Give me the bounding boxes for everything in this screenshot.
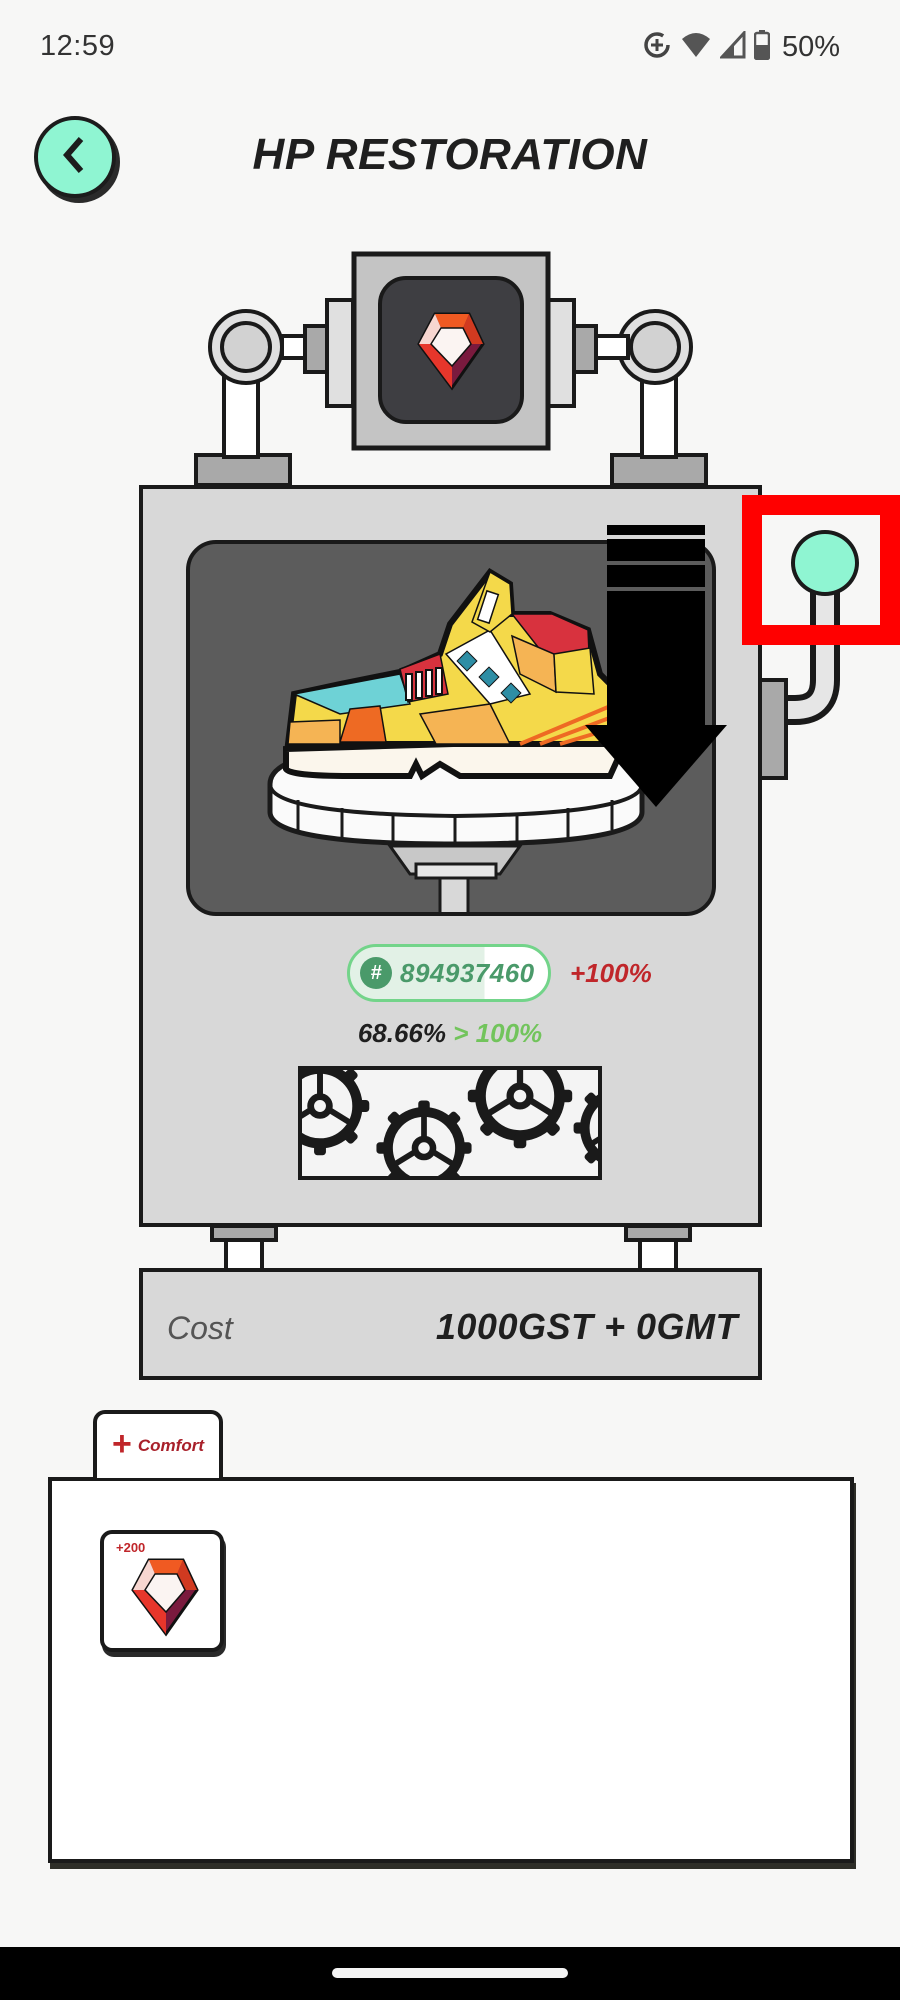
- battery-icon: [753, 30, 771, 65]
- annotation-down-arrow-icon: [585, 525, 727, 807]
- hp-arrow: >: [453, 1018, 469, 1048]
- plus-icon: +: [112, 1425, 132, 1463]
- hp-target: 100%: [475, 1018, 543, 1048]
- item-amount: +200: [116, 1540, 146, 1555]
- cost-value: 1000GST + 0GMT: [435, 1306, 738, 1347]
- tab-comfort[interactable]: + Comfort: [93, 1410, 223, 1478]
- back-button[interactable]: [34, 116, 116, 198]
- machine-top-assembly: [194, 251, 708, 487]
- page-title: HP RESTORATION: [252, 130, 648, 179]
- gears-icon: [302, 1070, 602, 1180]
- item-card-comfort-gem[interactable]: +200: [100, 1530, 224, 1652]
- system-nav-bar: [0, 1947, 900, 2000]
- sneaker-id: 894937460: [400, 957, 535, 988]
- hp-progress-row: 68.66% > 100%: [0, 1018, 900, 1049]
- machine-legs: [210, 1226, 692, 1270]
- sneaker-id-badge: # 894937460: [347, 944, 551, 1002]
- chevron-left-icon: [57, 135, 93, 180]
- gears-panel: [298, 1066, 602, 1180]
- status-time: 12:59: [40, 30, 116, 62]
- hp-current: 68.66%: [357, 1018, 447, 1048]
- hp-boost-label: +100%: [570, 958, 652, 988]
- comfort-gem-icon: [131, 1558, 199, 1637]
- data-saver-icon: [642, 30, 672, 65]
- comfort-gem-icon: [417, 312, 485, 391]
- hash-icon: #: [360, 957, 392, 989]
- lever-arm: [758, 580, 840, 780]
- wifi-icon: [680, 30, 712, 65]
- status-icons: 50%: [642, 29, 840, 65]
- tab-comfort-label: Comfort: [137, 1436, 204, 1455]
- battery-percent: 50%: [781, 31, 840, 63]
- restore-lever-button[interactable]: [791, 530, 859, 596]
- cost-panel: Cost 1000GST + 0GMT: [139, 1268, 762, 1380]
- home-gesture-handle[interactable]: [332, 1968, 568, 1978]
- cellular-signal-icon: [718, 29, 746, 64]
- sneaker-icon: [267, 568, 645, 912]
- status-bar: 12:59 50%: [0, 0, 900, 100]
- cost-label: Cost: [167, 1310, 233, 1346]
